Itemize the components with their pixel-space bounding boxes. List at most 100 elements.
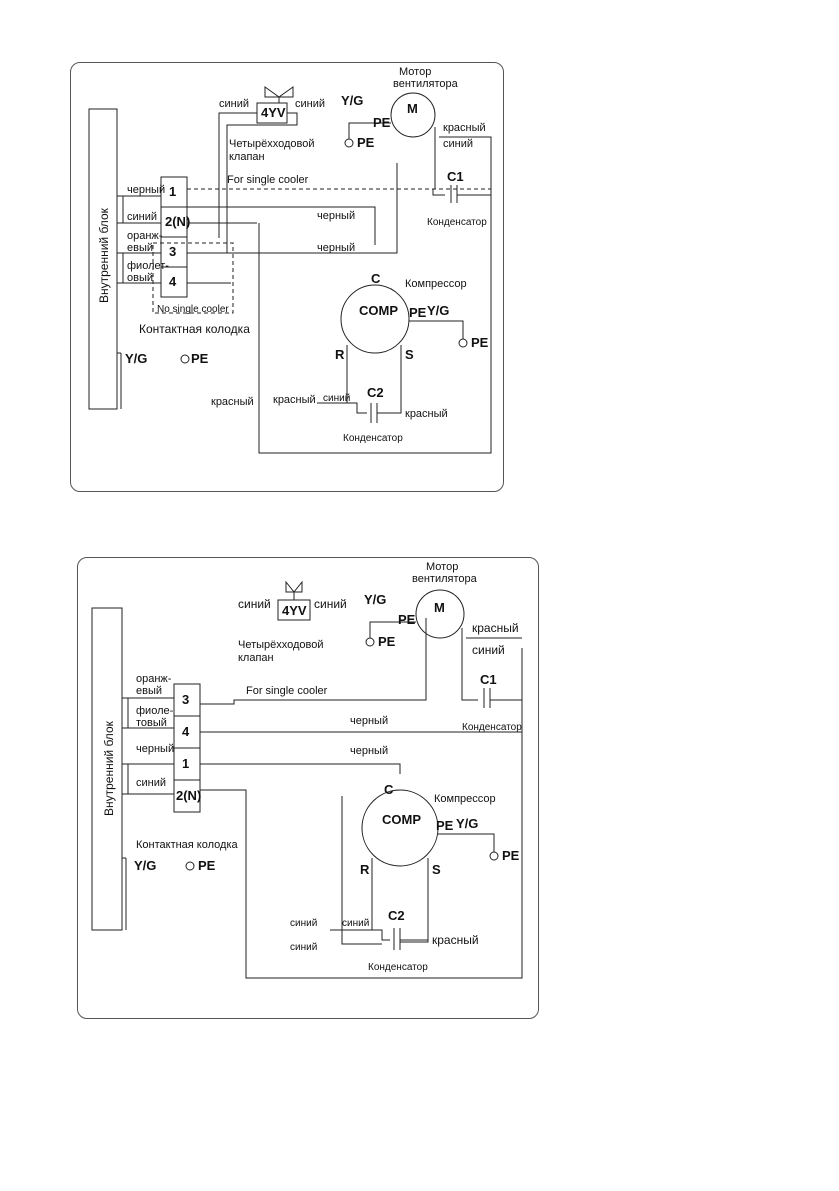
motor-wire-blue: синий [472, 643, 505, 657]
terminal-4: 4 [182, 724, 190, 739]
pe-label-motor: PE [378, 634, 396, 649]
terminal-output-wires [187, 163, 398, 284]
valve-wire-left: синий [219, 98, 249, 110]
terminal-1: 1 [182, 756, 189, 771]
terminal-dividers [174, 715, 200, 781]
wire-label-black: черный [127, 184, 165, 196]
wire-red-mid: красный [273, 394, 316, 406]
wire-blue-mid: синий [323, 393, 350, 404]
wire-label-orange-2: евый [127, 242, 153, 254]
terminal-2n: 2(N) [165, 214, 190, 229]
terminal-block-label: Контактная колодка [139, 322, 250, 336]
valve-wires [218, 112, 298, 253]
compressor-pe-label: PE [409, 305, 427, 320]
valve-name-2: клапан [238, 652, 274, 664]
wiring-diagram-2-svg: Внутренний блок оранж- евый фиоле- товый… [91, 561, 523, 979]
pe-label-1: PE [191, 351, 209, 366]
wiring-diagram-1: Внутренний блок черный синий оранж- евый… [70, 62, 504, 492]
compressor-rs-wires [371, 858, 429, 943]
pe-label-motor: PE [357, 135, 375, 150]
pe-label-motor-2: PE [398, 612, 416, 627]
terminal-4: 4 [169, 274, 177, 289]
fan-motor-circle [390, 92, 436, 138]
ground-icon [180, 354, 190, 364]
motor-ground-icon [344, 138, 354, 148]
compressor-r-label: R [360, 862, 370, 877]
indoor-unit-label: Внутренний блок [102, 720, 116, 816]
valve-wire-left: синий [238, 597, 271, 611]
no-single-cooler-box [152, 242, 234, 314]
capacitor-c2 [317, 402, 401, 423]
wire-red-left: красный [211, 396, 254, 408]
wire-label-black: черный [136, 743, 174, 755]
wire-label-violet-2: товый [136, 717, 167, 729]
yg-label-motor: Y/G [341, 93, 363, 108]
motor-ground-wire [348, 122, 391, 139]
yg-label-1: Y/G [125, 351, 147, 366]
compressor-ground-pe: PE [471, 335, 489, 350]
c2-capacitor-label: Конденсатор [368, 962, 428, 973]
compressor-s-label: S [405, 347, 414, 362]
motor-wire-red: красный [443, 122, 486, 134]
wire-black-2: черный [350, 745, 388, 757]
wire-label-violet-2: овый [127, 272, 153, 284]
compressor-ground-wire [438, 833, 495, 852]
valve-name-1: Четырёхходовой [229, 138, 315, 150]
terminal-block-label: Контактная колодка [136, 839, 239, 851]
compressor-c-label: C [371, 271, 381, 286]
indoor-to-terminal-wires [122, 697, 174, 795]
terminal-2n: 2(N) [176, 788, 201, 803]
indoor-unit-label: Внутренний блок [97, 207, 111, 303]
wire-blue-a: синий [290, 918, 317, 929]
wire-blue-c: синий [290, 942, 317, 953]
capacitor-c1 [461, 688, 522, 708]
fan-motor-label-2: вентилятора [393, 78, 459, 90]
compressor-ground-icon [489, 851, 499, 861]
fan-motor-letter: M [434, 600, 445, 615]
compressor-circle [340, 284, 410, 354]
motor-wires [258, 127, 492, 454]
valve-icon [264, 86, 294, 103]
for-single-cooler-label: For single cooler [246, 685, 328, 697]
compressor-r-label: R [335, 347, 345, 362]
c2-capacitor-label: Конденсатор [343, 433, 403, 444]
capacitor-c2 [330, 928, 428, 950]
indoor-unit-box [88, 108, 118, 410]
valve-wire-right: синий [295, 98, 325, 110]
motor-wire-red: красный [472, 621, 519, 635]
yg-label-motor: Y/G [364, 592, 386, 607]
compressor-c-label: C [384, 782, 394, 797]
compressor-comp-label: COMP [382, 812, 421, 827]
blue-return-wire [341, 796, 382, 945]
ground-icon [185, 861, 195, 871]
c1-capacitor-label: Конденсатор [427, 217, 487, 228]
valve-wire-right: синий [314, 597, 347, 611]
indoor-unit-box [91, 607, 123, 931]
no-single-cooler-label: No single cooler [157, 304, 229, 315]
yg-ground-wire-1 [117, 352, 122, 409]
compressor-label: Компрессор [405, 278, 467, 290]
fan-motor-letter: M [407, 101, 418, 116]
for-single-cooler-label: For single cooler [227, 174, 309, 186]
terminal-3: 3 [182, 692, 189, 707]
motor-wires [461, 628, 522, 694]
c2-label: C2 [367, 385, 384, 400]
wire-label-blue: синий [136, 777, 166, 789]
yg-ground-wire [122, 857, 127, 930]
terminal-dividers [161, 206, 187, 268]
wire-black-1: черный [317, 210, 355, 222]
valve-name-1: Четырёхходовой [238, 639, 324, 651]
fan-motor-circle [415, 589, 465, 639]
wire-blue-b: синий [342, 918, 369, 929]
c2-label: C2 [388, 908, 405, 923]
compressor-yg-label: Y/G [427, 303, 449, 318]
wire-label-orange-1: оранж- [136, 673, 172, 685]
compressor-ground-pe: PE [502, 848, 520, 863]
wire-red-right: красный [432, 933, 479, 947]
capacitor-c1 [432, 185, 491, 203]
c1-capacitor-label: Конденсатор [462, 722, 522, 733]
valve-name-2: клапан [229, 151, 265, 163]
wire-black-2: черный [317, 242, 355, 254]
terminal-output-wires [200, 618, 523, 979]
c1-label: C1 [447, 169, 464, 184]
